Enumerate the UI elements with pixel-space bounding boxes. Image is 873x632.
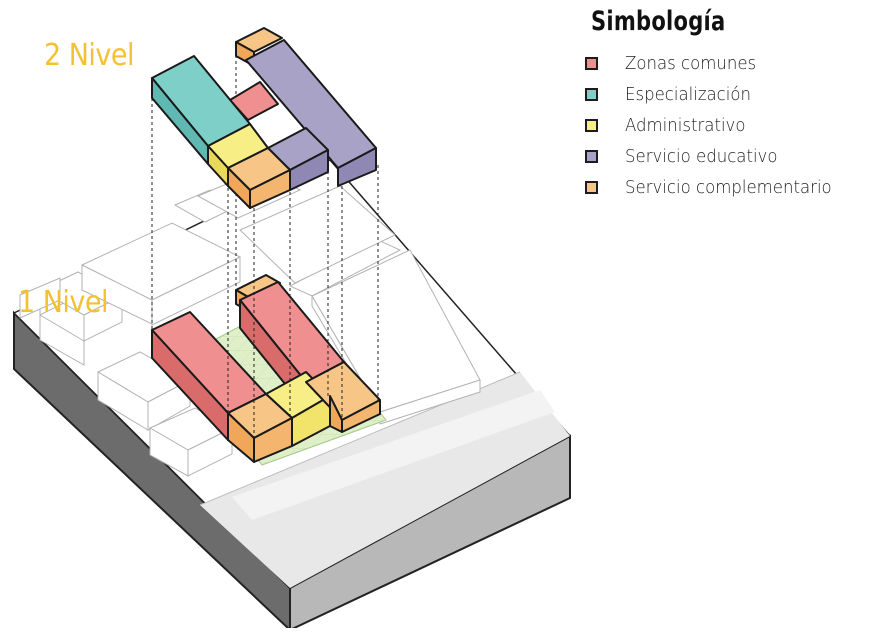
legend-label: Servicio complementario [625, 177, 832, 198]
legend-label: Administrativo [625, 115, 746, 136]
legend-item-administrativo: Administrativo [585, 110, 850, 141]
legend-label: Zonas comunes [625, 53, 757, 74]
level-1-label: 1 Nivel [18, 285, 109, 320]
context-buildings [19, 169, 481, 477]
projection-lines [151, 55, 379, 438]
legend-item-zonas-comunes: Zonas comunes [585, 48, 850, 79]
swatch-especializacion [585, 88, 598, 101]
legend-label: Servicio educativo [625, 146, 778, 167]
legend-item-servicio-complementario: Servicio complementario [585, 172, 850, 203]
legend-item-servicio-educativo: Servicio educativo [585, 141, 850, 172]
level-1-blocks [151, 274, 381, 463]
swatch-servicio-complementario [585, 181, 598, 194]
legend-title: Simbología [591, 6, 726, 37]
legend: Zonas comunes Especialización Administra… [585, 48, 850, 203]
swatch-zonas-comunes [585, 57, 598, 70]
legend-label: Especialización [625, 84, 752, 105]
swatch-servicio-educativo [585, 150, 598, 163]
legend-item-especializacion: Especialización [585, 79, 850, 110]
level-2-blocks [151, 27, 377, 209]
swatch-administrativo [585, 119, 598, 132]
level-2-label: 2 Nivel [44, 38, 135, 73]
